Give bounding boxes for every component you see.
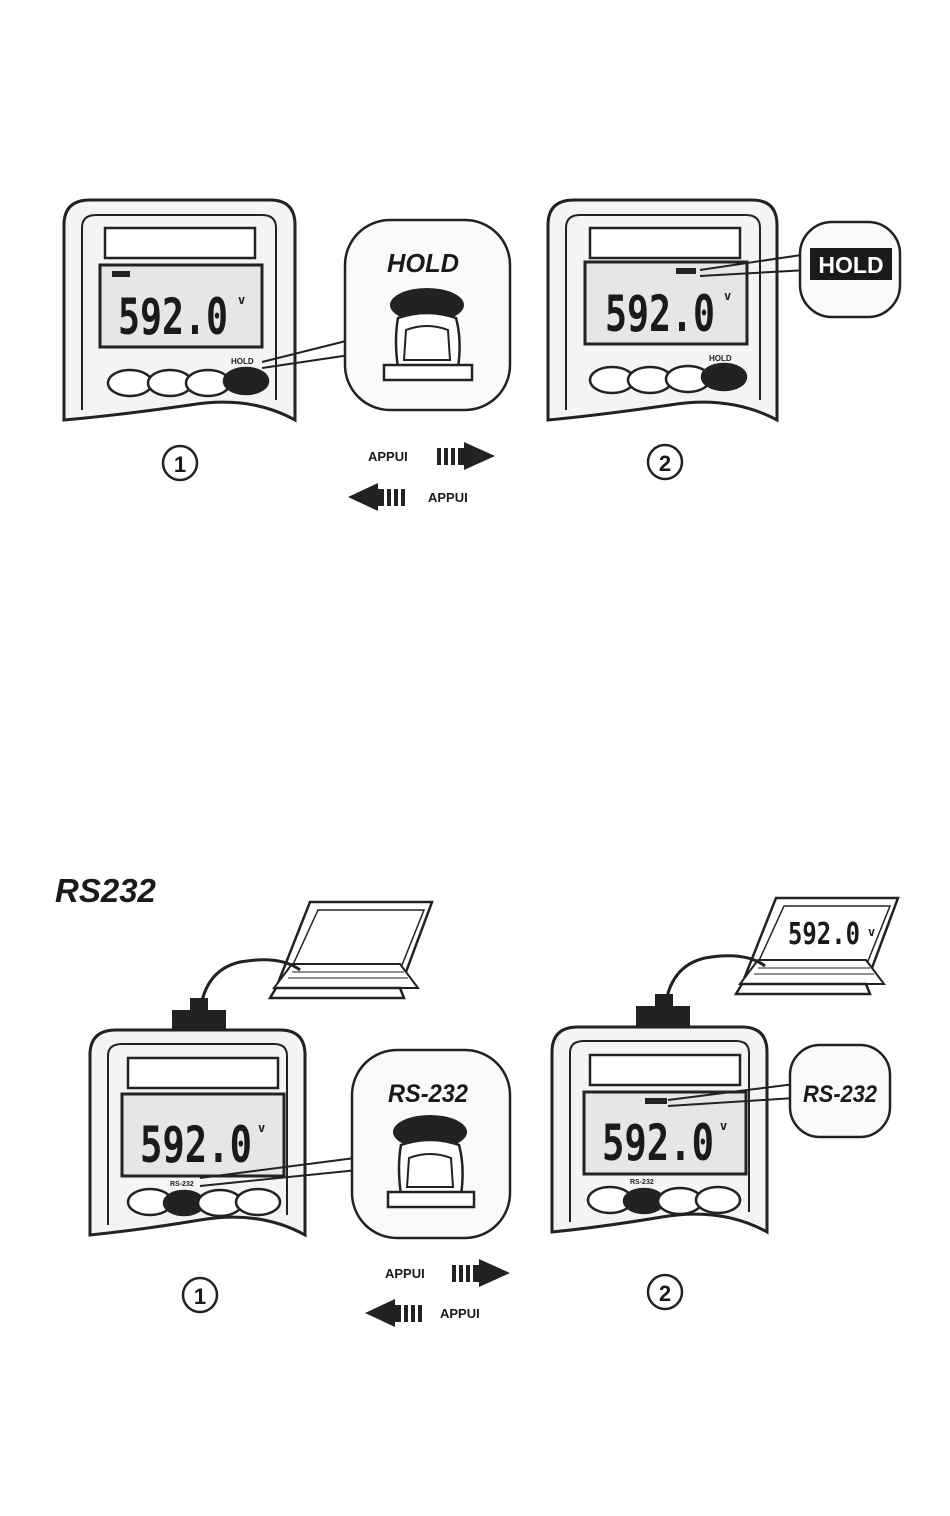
meter-2-hold-tag: HOLD xyxy=(709,354,732,363)
meter-2-reading: 592.0 xyxy=(605,285,715,343)
meter-4-reading: 592.0 xyxy=(602,1114,714,1172)
meter-4: 592.0 v RS-232 xyxy=(552,1027,767,1232)
svg-text:1: 1 xyxy=(174,452,186,477)
rs232-step-2: 2 xyxy=(648,1275,682,1309)
hold-callout-label: HOLD xyxy=(387,248,459,278)
arrow-right-icon xyxy=(479,1259,510,1287)
meter-1-unit: v xyxy=(238,293,245,307)
arrow-left-icon xyxy=(348,483,378,511)
rs232-press-forward: APPUI xyxy=(385,1259,510,1287)
arrow-left-icon xyxy=(365,1299,395,1327)
rs232-figure: RS232 592.0 v RS-232 RS-232 xyxy=(0,840,950,1400)
rs232-connector-2 xyxy=(636,1006,690,1028)
rs232-step-1: 1 xyxy=(183,1278,217,1312)
laptop-2: 592.0 v xyxy=(736,898,898,994)
arrow-right-icon xyxy=(464,442,495,470)
svg-text:2: 2 xyxy=(659,1281,671,1306)
rs232-indicator-label: RS-232 xyxy=(803,1081,878,1108)
meter-4-button-4[interactable] xyxy=(696,1187,740,1213)
meter-1-hold-tag: HOLD xyxy=(231,357,254,366)
laptop-1 xyxy=(270,902,432,998)
meter-1: 592.0 v HOLD xyxy=(64,200,295,420)
meter-3: 592.0 v RS-232 xyxy=(90,1030,305,1235)
svg-text:APPUI: APPUI xyxy=(440,1306,480,1321)
rs232-callout-label: RS-232 xyxy=(388,1080,468,1108)
svg-text:2: 2 xyxy=(659,451,671,476)
rs232-diagram: RS232 592.0 v RS-232 RS-232 xyxy=(0,840,950,1400)
meter-2-unit: v xyxy=(724,289,731,303)
meter-1-reading: 592.0 xyxy=(118,288,228,346)
hold-indicator-label: HOLD xyxy=(818,252,883,278)
svg-text:APPUI: APPUI xyxy=(385,1266,425,1281)
laptop-2-reading: 592.0 xyxy=(788,917,860,952)
rs232-button-callout: RS-232 xyxy=(352,1050,510,1238)
meter-1-button-1[interactable] xyxy=(108,370,152,396)
meter-3-unit: v xyxy=(258,1121,265,1135)
meter-4-unit: v xyxy=(720,1119,727,1133)
hold-button-callout: HOLD xyxy=(345,220,510,410)
meter-2: 592.0 v HOLD xyxy=(548,200,777,420)
hold-press-back: APPUI xyxy=(348,483,468,511)
meter-3-button-4[interactable] xyxy=(236,1189,280,1215)
hold-press-forward: APPUI xyxy=(368,442,495,470)
hold-step-1: 1 xyxy=(163,446,197,480)
svg-text:APPUI: APPUI xyxy=(428,490,468,505)
rs232-indicator-callout: RS-232 xyxy=(790,1045,890,1137)
meter-3-reading: 592.0 xyxy=(140,1116,252,1174)
meter-1-hold-button[interactable] xyxy=(224,368,268,394)
rs232-press-back: APPUI xyxy=(365,1299,480,1327)
svg-text:1: 1 xyxy=(194,1284,206,1309)
rs232-title: RS232 xyxy=(55,872,157,909)
meter-3-rs232-tag: RS-232 xyxy=(170,1181,194,1188)
hold-diagram: 592.0 v HOLD HOLD 1 2 APPUI xyxy=(0,0,950,620)
meter-2-hold-button[interactable] xyxy=(702,364,746,390)
hold-step-2: 2 xyxy=(648,445,682,479)
hold-indicator-callout: HOLD xyxy=(800,222,900,317)
meter-4-rs232-tag: RS-232 xyxy=(630,1179,654,1186)
laptop-2-unit: v xyxy=(868,925,875,939)
svg-text:APPUI: APPUI xyxy=(368,449,408,464)
hold-figure: 592.0 v HOLD HOLD 1 2 APPUI xyxy=(0,0,950,620)
